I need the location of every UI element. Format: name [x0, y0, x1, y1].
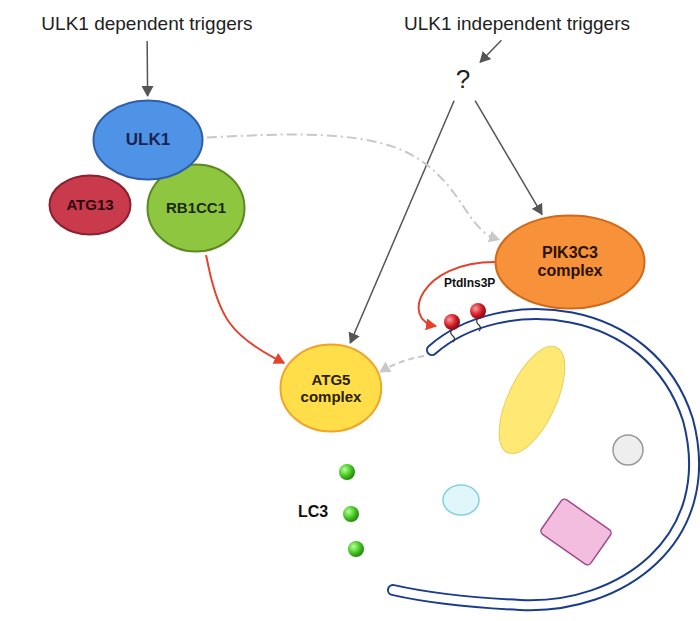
connector-arrow [350, 101, 454, 343]
node-text: ? [456, 65, 470, 95]
lc3-dot [348, 541, 364, 557]
protein-circle: ULK1 [92, 99, 204, 181]
node-text: RB1CC1 [166, 199, 226, 216]
node-text: ATG5 complex [298, 371, 364, 406]
protein-label: LC3 [296, 503, 330, 521]
node-shape [94, 101, 203, 180]
cargo-cyan [443, 485, 479, 515]
complex-circle: ATG5 complex [279, 343, 383, 433]
node-shape [496, 216, 645, 309]
connector-arrow [207, 134, 499, 239]
connector-arrow [206, 255, 284, 363]
production-arrow [419, 262, 495, 326]
node-shape [148, 165, 245, 252]
cargo-yellow [486, 337, 579, 462]
unknown-mark: ? [448, 62, 478, 98]
complex-ellipse: PIK3C3 complex [494, 214, 646, 310]
node-text: ATG13 [66, 196, 113, 213]
node-shape [281, 345, 382, 432]
connector-arrow [480, 40, 501, 62]
node-shape [50, 176, 131, 235]
protein-circle: ATG13 [48, 174, 132, 236]
node-text: ULK1 [126, 130, 170, 150]
recruitment-arrow [380, 356, 424, 372]
ptdins3p-head [444, 314, 460, 330]
node-text: ULK1 dependent triggers [41, 13, 252, 35]
cargo-grey [613, 435, 643, 465]
trigger-label: ULK1 dependent triggers [27, 10, 267, 38]
connector-arrow [475, 101, 542, 215]
node-text: ULK1 independent triggers [404, 13, 630, 35]
node-text: PIK3C3 complex [520, 244, 620, 281]
ptdins3p-head [470, 303, 486, 319]
trigger-label: ULK1 independent triggers [397, 10, 637, 38]
membrane-lumen [393, 314, 694, 605]
lipid-label: PtdIns3P [442, 276, 497, 290]
cargo-pink [539, 498, 612, 567]
lc3-dot [343, 506, 359, 522]
connector-arrow [146, 41, 148, 96]
lc3-dot [339, 464, 355, 480]
membrane [393, 314, 694, 605]
lipid-tail [477, 318, 481, 331]
lipid-tail [451, 329, 455, 342]
